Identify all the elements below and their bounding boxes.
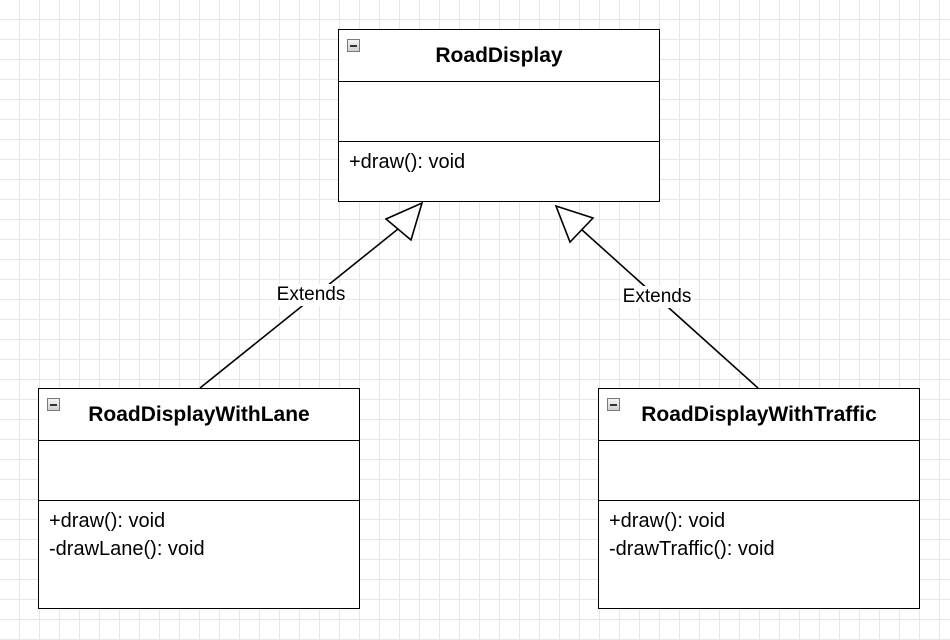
class-header: RoadDisplayWithTraffic bbox=[599, 389, 919, 441]
extends-edge-traffic[interactable] bbox=[554, 204, 759, 389]
collapse-toggle-icon[interactable] bbox=[347, 39, 360, 52]
class-header: RoadDisplay bbox=[339, 30, 659, 82]
operation-item: +draw(): void bbox=[609, 510, 726, 532]
operation-item: -drawLane(): void bbox=[49, 538, 205, 560]
attributes-compartment bbox=[339, 82, 659, 142]
collapse-toggle-icon[interactable] bbox=[607, 398, 620, 411]
operations-compartment: +draw(): void -drawTraffic(): void bbox=[599, 501, 919, 569]
class-road-display-with-traffic[interactable]: RoadDisplayWithTraffic +draw(): void -dr… bbox=[598, 388, 920, 609]
inheritance-arrowhead-traffic bbox=[554, 204, 595, 244]
attributes-compartment bbox=[39, 441, 359, 501]
operation-item: +draw(): void bbox=[349, 151, 466, 173]
collapse-toggle-icon[interactable] bbox=[47, 398, 60, 411]
operations-compartment: +draw(): void -drawLane(): void bbox=[39, 501, 359, 569]
class-name: RoadDisplay bbox=[435, 43, 563, 67]
operations-compartment: +draw(): void bbox=[339, 142, 659, 182]
extends-edge-lane[interactable] bbox=[199, 201, 424, 389]
edge-label-extends-traffic: Extends bbox=[621, 286, 693, 308]
class-name: RoadDisplayWithLane bbox=[88, 402, 310, 426]
edge-label-extends-lane: Extends bbox=[275, 284, 347, 306]
operation-item: -drawTraffic(): void bbox=[609, 538, 775, 560]
operation-item: +draw(): void bbox=[49, 510, 166, 532]
attributes-compartment bbox=[599, 441, 919, 501]
class-road-display[interactable]: RoadDisplay +draw(): void bbox=[338, 29, 660, 202]
inheritance-arrowhead-lane bbox=[384, 201, 424, 242]
class-road-display-with-lane[interactable]: RoadDisplayWithLane +draw(): void -drawL… bbox=[38, 388, 360, 609]
class-header: RoadDisplayWithLane bbox=[39, 389, 359, 441]
class-name: RoadDisplayWithTraffic bbox=[641, 402, 877, 426]
